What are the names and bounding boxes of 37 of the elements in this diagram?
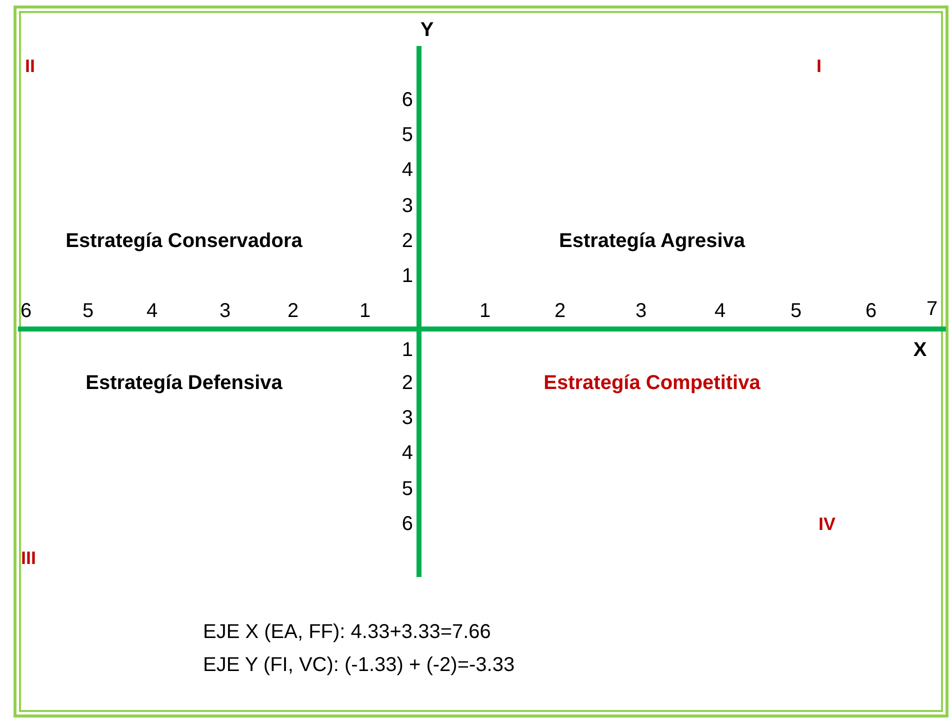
quadrant-number: II [25, 57, 36, 75]
axis-tick-label: 2 [554, 301, 566, 321]
axis-tick-label: 1 [479, 301, 491, 321]
quadrant-label: Estrategía Agresiva [559, 231, 745, 251]
axis-tick-label: 1 [402, 340, 413, 360]
axis-tick-label: 4 [402, 443, 413, 463]
axis-tick-label: 1 [402, 266, 413, 286]
axis-tick-label: 5 [402, 479, 413, 499]
quadrant-number: I [816, 57, 822, 75]
axis-tick-label: 6 [865, 301, 877, 321]
axis-tick-label: 2 [402, 373, 413, 393]
quadrant-label: Estrategía Defensiva [86, 373, 282, 393]
axis-tick-label: 6 [20, 301, 32, 321]
axis-tick-label: 4 [714, 301, 726, 321]
axis-tick-label: 3 [635, 301, 647, 321]
axis-tick-label: 3 [402, 196, 413, 216]
axis-tick-label: 3 [402, 408, 413, 428]
axis-tick-label: 2 [402, 231, 413, 251]
axis-tick-label: 1 [359, 301, 371, 321]
formula-text: EJE Y (FI, VC): (-1.33) + (-2)=-3.33 [203, 655, 515, 675]
axis-tick-label: 3 [219, 301, 231, 321]
axis-title: X [913, 340, 927, 360]
axis-tick-label: 2 [287, 301, 299, 321]
axis-tick-label: 6 [402, 90, 413, 110]
axis-tick-label: 5 [82, 301, 94, 321]
axis-tick-label: 4 [146, 301, 158, 321]
formula-text: EJE X (EA, FF): 4.33+3.33=7.66 [203, 622, 491, 642]
axis-tick-label: 4 [402, 160, 413, 180]
quadrant-number: III [21, 549, 36, 567]
axis-tick-label: 6 [402, 514, 413, 534]
quadrant-label: Estrategía Competitiva [544, 373, 760, 393]
axis-tick-label: 7 [926, 299, 938, 319]
axis-title: Y [420, 20, 434, 40]
axis-tick-label: 5 [790, 301, 802, 321]
quadrant-label: Estrategía Conservadora [66, 231, 302, 251]
axis-tick-label: 5 [402, 125, 413, 145]
quadrant-number: IV [818, 515, 836, 533]
